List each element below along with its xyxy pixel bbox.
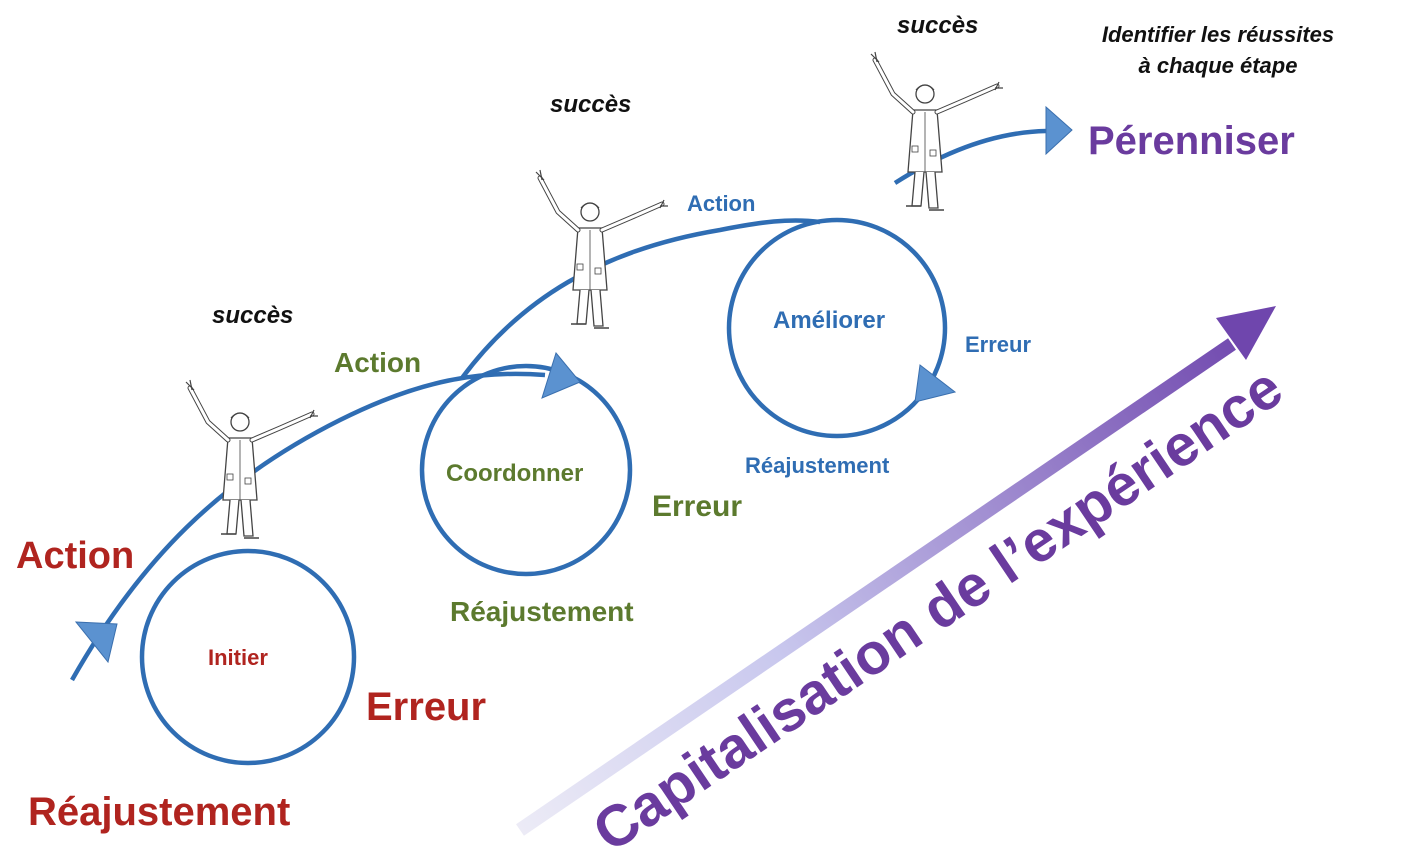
diagonal-arrow-shaft bbox=[516, 338, 1236, 836]
cycle-initier bbox=[139, 548, 357, 766]
stage3-action-label: Action bbox=[687, 191, 756, 216]
path-segment-2 bbox=[460, 218, 821, 380]
arrowhead-icon bbox=[541, 351, 581, 399]
cycle-coordonner bbox=[419, 363, 633, 577]
arrowhead-icon bbox=[1045, 105, 1073, 156]
stage1-readjust-label: Réajustement bbox=[28, 790, 291, 834]
success-label: succès bbox=[550, 91, 632, 118]
stage1-action-label: Action bbox=[16, 535, 135, 577]
celebrating-person-icon bbox=[871, 52, 1003, 210]
cycle-ameliorer bbox=[726, 217, 948, 439]
stage2-error-label: Erreur bbox=[652, 490, 743, 523]
success-label: succès bbox=[212, 302, 294, 329]
arrowhead-icon bbox=[914, 364, 957, 403]
stage1-name: Initier bbox=[208, 645, 268, 670]
stage2-action-label: Action bbox=[334, 347, 422, 378]
goal-label: Pérenniser bbox=[1088, 119, 1295, 163]
header-line-2: à chaque étape bbox=[1138, 53, 1298, 78]
stage3-readjust-label: Réajustement bbox=[745, 453, 890, 478]
diagonal-arrowhead-icon bbox=[1216, 306, 1276, 360]
stage2-name: Coordonner bbox=[446, 460, 584, 487]
stage3-error-label: Erreur bbox=[965, 332, 1032, 357]
header-line-1: Identifier les réussites bbox=[1101, 22, 1335, 47]
stage3-name: Améliorer bbox=[773, 307, 886, 334]
stage2-readjust-label: Réajustement bbox=[450, 596, 634, 627]
path-segment-1 bbox=[70, 371, 546, 682]
arrowhead-icon bbox=[74, 621, 118, 664]
stage1-error-label: Erreur bbox=[366, 685, 487, 729]
celebrating-person-icon bbox=[186, 380, 318, 538]
success-label: succès bbox=[897, 12, 979, 39]
